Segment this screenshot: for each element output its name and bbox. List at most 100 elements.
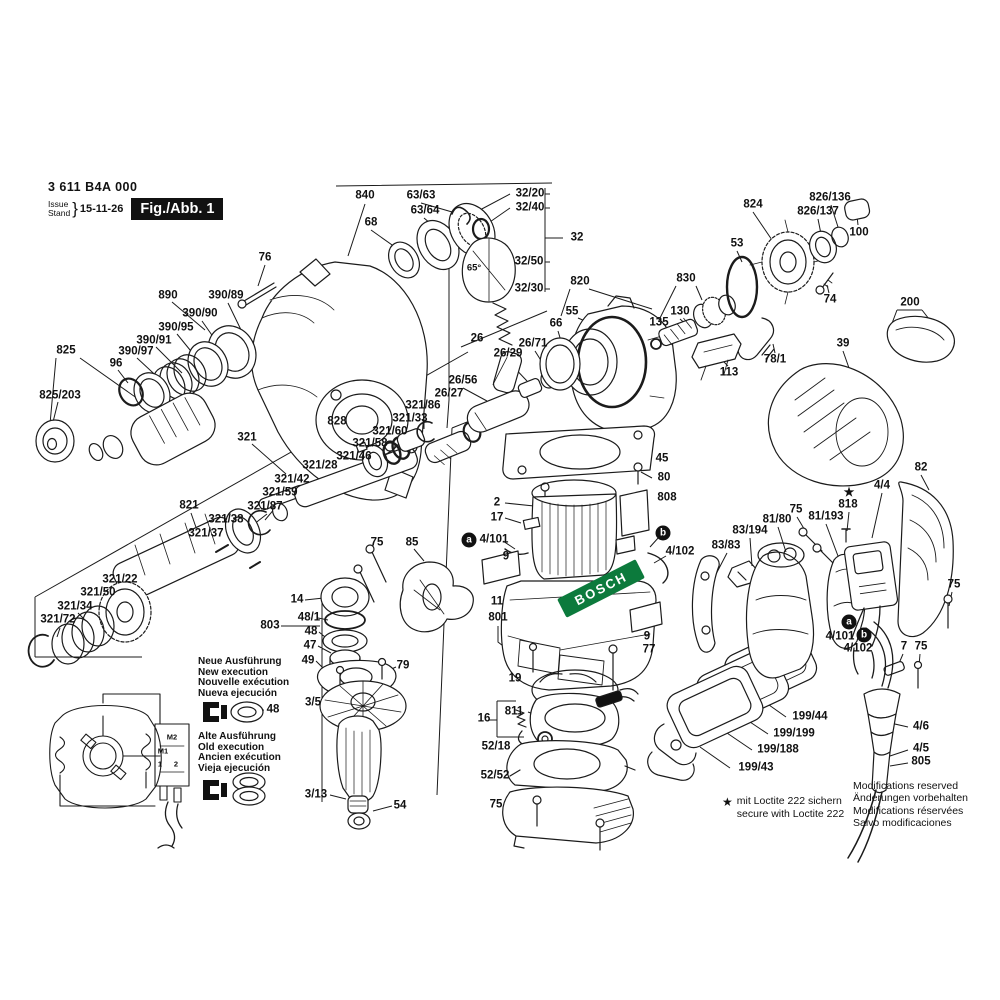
- side-brackets-83: [691, 555, 759, 653]
- part-label--: ★: [843, 485, 855, 499]
- part-label-820: 820: [570, 275, 590, 288]
- part-label-48: 48: [266, 703, 280, 716]
- part-label-390-91: 390/91: [136, 334, 172, 347]
- switch-818: [841, 528, 899, 679]
- part-label-828: 828: [327, 415, 347, 428]
- note-old-execution: Alte Ausführung Old execution Ancien exé…: [198, 731, 281, 774]
- clutch-shaft-830: [650, 198, 871, 350]
- part-label-826-136: 826/136: [809, 191, 851, 204]
- part-label-4-5: 4/5: [913, 742, 929, 755]
- brace-glyph: }: [72, 199, 78, 218]
- part-label-55: 55: [565, 305, 579, 318]
- screw-76: [237, 282, 277, 309]
- part-label-390-89: 390/89: [208, 289, 244, 302]
- motor-housing-11: [481, 550, 663, 691]
- wiring-label-m2: M2: [166, 732, 178, 742]
- part-label-825: 825: [56, 344, 76, 357]
- wiring-label-m1: M1: [157, 746, 169, 756]
- part-label-a: a: [841, 614, 857, 630]
- brush-holder-85: [353, 544, 474, 633]
- part-label-130: 130: [670, 305, 690, 318]
- part-label-7: 7: [900, 640, 908, 653]
- part-label-63-64: 63/64: [410, 204, 440, 217]
- part-label-26: 26: [470, 332, 484, 345]
- spindle-321: [258, 420, 435, 511]
- part-label-53: 53: [730, 237, 744, 250]
- part-label-b: b: [655, 525, 671, 541]
- part-label-321-58: 321/58: [352, 437, 388, 450]
- armature-3-5: [319, 680, 407, 830]
- part-label-321-34: 321/34: [57, 600, 93, 613]
- part-label-100: 100: [849, 226, 869, 239]
- part-label-321-50: 321/50: [80, 586, 116, 599]
- part-label-9: 9: [643, 630, 651, 643]
- part-label-79: 79: [396, 659, 410, 672]
- part-label-390-95: 390/95: [158, 321, 194, 334]
- part-label-75: 75: [489, 798, 503, 811]
- cover-82: [897, 481, 954, 638]
- part-label-19: 19: [508, 672, 522, 685]
- part-label-200: 200: [900, 296, 920, 309]
- part-label-199-199: 199/199: [773, 727, 815, 740]
- note-new-execution: Neue Ausführung New execution Nouvelle e…: [198, 656, 290, 699]
- part-label-4-102: 4/102: [665, 545, 695, 558]
- part-label-77: 77: [642, 643, 656, 656]
- part-label-321-87: 321/87: [247, 500, 283, 513]
- part-number: 3 611 B4A 000: [48, 180, 138, 194]
- bearing-stack: [316, 577, 397, 696]
- part-label-48-1: 48/1: [297, 611, 321, 624]
- part-label-26-71: 26/71: [518, 337, 548, 350]
- part-label-39: 39: [836, 337, 850, 350]
- issue-stand-label: Issue Stand: [48, 198, 71, 218]
- part-label-65-: 65°: [466, 262, 482, 274]
- cable-group: [847, 621, 923, 863]
- part-label-321-28: 321/28: [302, 459, 338, 472]
- part-label-49: 49: [301, 654, 315, 667]
- part-label-830: 830: [676, 272, 696, 285]
- part-label-82: 82: [914, 461, 928, 474]
- hammer-tube-821: [112, 502, 288, 602]
- part-label-4-101: 4/101: [825, 630, 855, 643]
- loctite-text: mit Loctite 222 sichern secure with Loct…: [736, 795, 845, 820]
- part-label-96: 96: [109, 357, 123, 370]
- part-label-75: 75: [370, 536, 384, 549]
- part-label-9: 9: [502, 550, 510, 563]
- flange-52-18: [506, 740, 636, 792]
- stator-2: [504, 479, 669, 584]
- part-label-818: 818: [838, 498, 858, 511]
- part-label-805: 805: [911, 755, 931, 768]
- part-label-32-40: 32/40: [515, 201, 545, 214]
- part-label-11: 11: [490, 595, 504, 608]
- barrel-rings: [118, 325, 257, 414]
- part-label-3-13: 3/13: [304, 788, 328, 801]
- part-label-32-30: 32/30: [514, 282, 544, 295]
- part-label-16: 16: [477, 712, 491, 725]
- chuck-825: [35, 392, 216, 466]
- part-label-78-1: 78/1: [763, 353, 787, 366]
- grip-81-80: [745, 527, 837, 679]
- part-label-321: 321: [237, 431, 257, 444]
- support-ring-19: [531, 669, 619, 711]
- issue-date: 15-11-26: [79, 203, 124, 215]
- gear-springs-321: [27, 581, 152, 668]
- part-label-4-101: 4/101: [479, 533, 509, 546]
- figure-label: Fig./Abb. 1: [131, 198, 224, 220]
- part-label-32-20: 32/20: [515, 187, 545, 200]
- part-label-52-52: 52/52: [480, 769, 510, 782]
- clip-78-1: [737, 317, 775, 361]
- part-label-811: 811: [504, 705, 524, 718]
- part-label-b: b: [856, 627, 872, 643]
- part-label-321-33: 321/33: [392, 412, 428, 425]
- gearbox-housing: [251, 258, 428, 501]
- part-label-45: 45: [655, 452, 669, 465]
- part-label-2: 2: [493, 496, 501, 509]
- cap-200: [886, 315, 955, 363]
- part-label-390-90: 390/90: [182, 307, 218, 320]
- part-label-75: 75: [947, 578, 961, 591]
- part-label-63-63: 63/63: [406, 189, 436, 202]
- part-label-801: 801: [488, 611, 508, 624]
- part-label-4-102: 4/102: [843, 642, 873, 655]
- wiring-terminal-1: 1: [157, 759, 163, 769]
- note-modifications: Modifications reserved Änderungen vorbeh…: [853, 780, 969, 830]
- part-label-75: 75: [789, 503, 803, 516]
